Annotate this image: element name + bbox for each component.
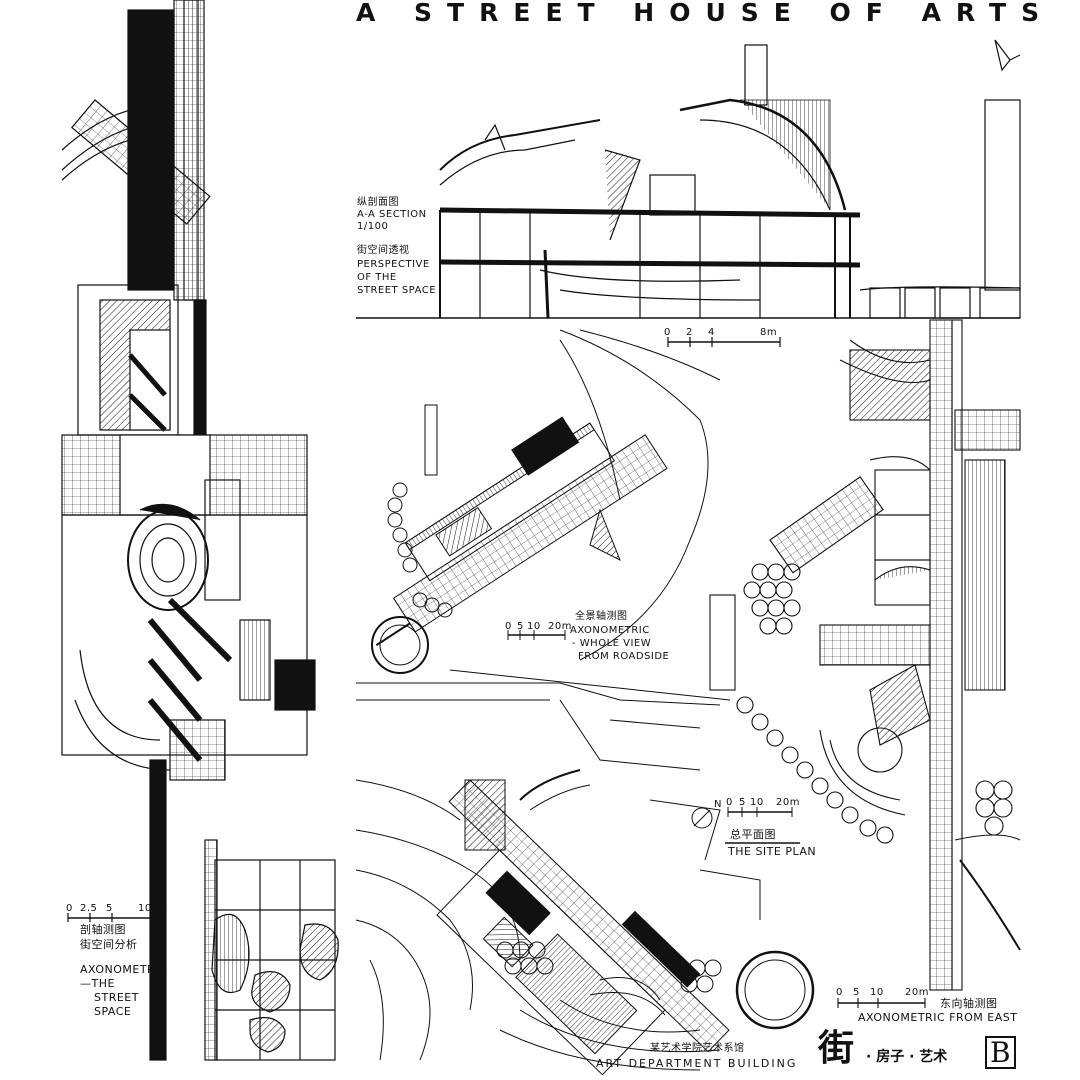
whole-scale-20: 20m [548, 621, 572, 632]
site-scale-10: 10 [750, 797, 764, 808]
department-label-en: ART DEPARTMENT BUILDING [596, 1057, 798, 1070]
left-street-axonometric [61, 0, 339, 1061]
whole-view-trees [387, 482, 453, 618]
whole-label-en-1: AXONOMETRIC [570, 625, 650, 636]
brand-character: 街 [818, 1027, 855, 1069]
street-scale-5: 5 [106, 903, 113, 914]
section-label-cn: 纵剖面图 [357, 197, 399, 208]
east-scale-10: 10 [870, 987, 884, 998]
whole-label-en-2: - WHOLE VIEW [572, 638, 652, 649]
site-scale-5: 5 [739, 797, 746, 808]
east-axonometric [709, 319, 1021, 1008]
street-label-cn-1: 剖轴测图 [80, 923, 126, 936]
north-label: N [714, 799, 722, 810]
street-scale-0: 0 [66, 903, 73, 914]
section-scale-2: 2 [686, 327, 693, 338]
east-trees [736, 563, 1013, 844]
perspective-label-en-1: PERSPECTIVE [357, 259, 430, 270]
whole-scale-10: 10 [527, 621, 541, 632]
street-scale-2-5: 2.5 [80, 903, 98, 914]
section-perspective [356, 39, 1021, 347]
street-label-en-1: AXONOMETRIC [80, 963, 168, 976]
section-scale-ratio: 1/100 [357, 221, 389, 232]
whole-scale-5: 5 [517, 621, 524, 632]
east-scale-20: 20m [905, 987, 929, 998]
east-scale-0: 0 [836, 987, 843, 998]
section-scale-0: 0 [664, 327, 671, 338]
site-scale-20: 20m [776, 797, 800, 808]
section-scale-4: 4 [708, 327, 715, 338]
street-label-cn-2: 街空间分析 [80, 938, 138, 951]
east-scale-5: 5 [853, 987, 860, 998]
site-scale-0: 0 [726, 797, 733, 808]
department-label-cn: 某艺术学院艺术系馆 [650, 1043, 745, 1054]
site-plan [355, 682, 815, 1076]
site-trees [496, 941, 722, 993]
whole-view-axonometric [371, 329, 731, 701]
whole-scale-0: 0 [505, 621, 512, 632]
perspective-label-en-3: STREET SPACE [357, 285, 437, 296]
street-scale-10: 10m [138, 903, 162, 914]
site-plan-label-cn: 总平面图 [730, 828, 776, 841]
east-label-cn: 东向轴测图 [940, 997, 998, 1010]
perspective-label-en-2: OF THE [357, 272, 397, 283]
street-label-en-3: STREET [94, 991, 139, 1004]
site-plan-label-en: THE SITE PLAN [728, 845, 817, 858]
street-label-en-2: —THE [80, 977, 115, 990]
section-scale-8: 8m [760, 327, 778, 338]
section-label-en: A-A SECTION [357, 209, 427, 220]
street-label-en-4: SPACE [94, 1005, 132, 1018]
east-label-en: AXONOMETRIC FROM EAST [858, 1011, 1018, 1024]
sheet-title: A STREET HOUSE OF ARTS [356, 0, 1055, 27]
brand-subtitle: · 房子 · 艺术 [866, 1049, 948, 1065]
sheet-letter: B [985, 1036, 1016, 1070]
perspective-label-cn: 街空间透视 [357, 245, 410, 256]
whole-label-cn: 全景轴测图 [575, 611, 628, 622]
whole-label-en-3: FROM ROADSIDE [578, 651, 670, 662]
